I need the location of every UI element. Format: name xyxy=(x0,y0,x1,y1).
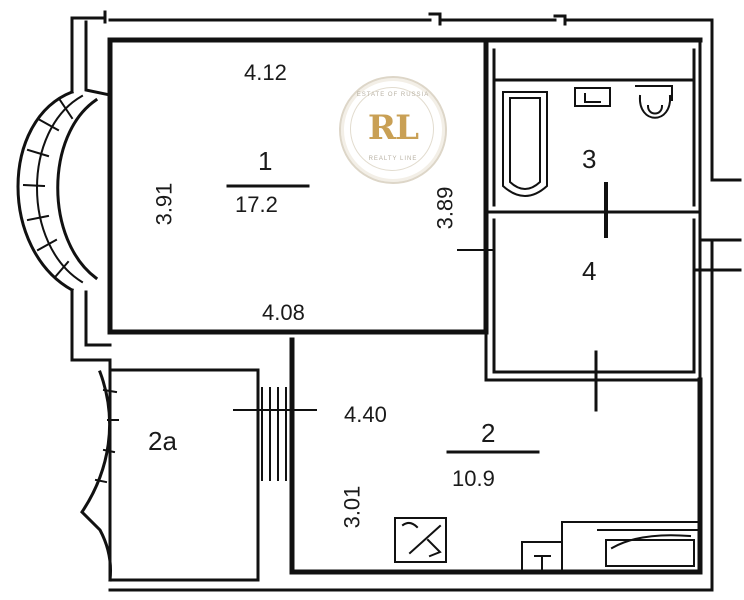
outer-wall-left-lower xyxy=(70,288,112,362)
bay-window-mid xyxy=(36,94,84,284)
room1-right-dimension: 3.89 xyxy=(432,186,458,230)
outer-wall-right xyxy=(694,178,742,592)
logo-ring xyxy=(350,87,434,171)
room2-walls xyxy=(289,337,703,575)
balcony-walls xyxy=(108,358,260,582)
room2-left-dimension: 3.01 xyxy=(339,485,365,529)
door-marker-4 xyxy=(457,239,495,263)
room1-bottom-dimension: 4.08 xyxy=(262,300,305,325)
room1-left-dimension: 3.91 xyxy=(151,182,177,226)
room4-walls xyxy=(484,210,702,382)
fridge xyxy=(521,541,563,573)
outer-wall-top xyxy=(70,10,714,26)
outer-wall-right-upper xyxy=(698,18,714,214)
room2-top-dimension: 4.40 xyxy=(344,402,387,427)
toilet xyxy=(635,85,673,119)
balcony-rail xyxy=(80,370,112,582)
balcony-door xyxy=(233,387,317,481)
room1-number: 1 xyxy=(258,146,273,176)
room4-number: 4 xyxy=(582,256,597,286)
bathtub xyxy=(502,91,548,197)
stove xyxy=(394,517,447,563)
kitchen-counter xyxy=(561,521,701,573)
logo-bottom-text: REALTY LINE xyxy=(368,156,418,162)
balcony-rail-dashes xyxy=(94,388,119,484)
bay-window-outer xyxy=(16,90,75,293)
realty-logo-badge: ESTATE OF RUSSIA RL REALTY LINE xyxy=(339,76,447,184)
room2a-number: 2a xyxy=(148,426,177,456)
logo-mark: RL xyxy=(367,108,419,148)
room2-area: 10.9 xyxy=(452,466,495,491)
room3-walls xyxy=(484,38,702,214)
room2-number: 2 xyxy=(481,418,496,448)
room1-area: 17.2 xyxy=(235,192,278,217)
sink xyxy=(574,87,611,107)
outer-wall-left-upper xyxy=(70,16,112,97)
bay-window-ticks xyxy=(22,98,74,278)
room3-number: 3 xyxy=(582,144,597,174)
logo-top-text: ESTATE OF RUSSIA xyxy=(356,92,430,98)
bay-window-inner xyxy=(56,97,99,281)
room1-top-dimension: 4.12 xyxy=(244,60,287,85)
